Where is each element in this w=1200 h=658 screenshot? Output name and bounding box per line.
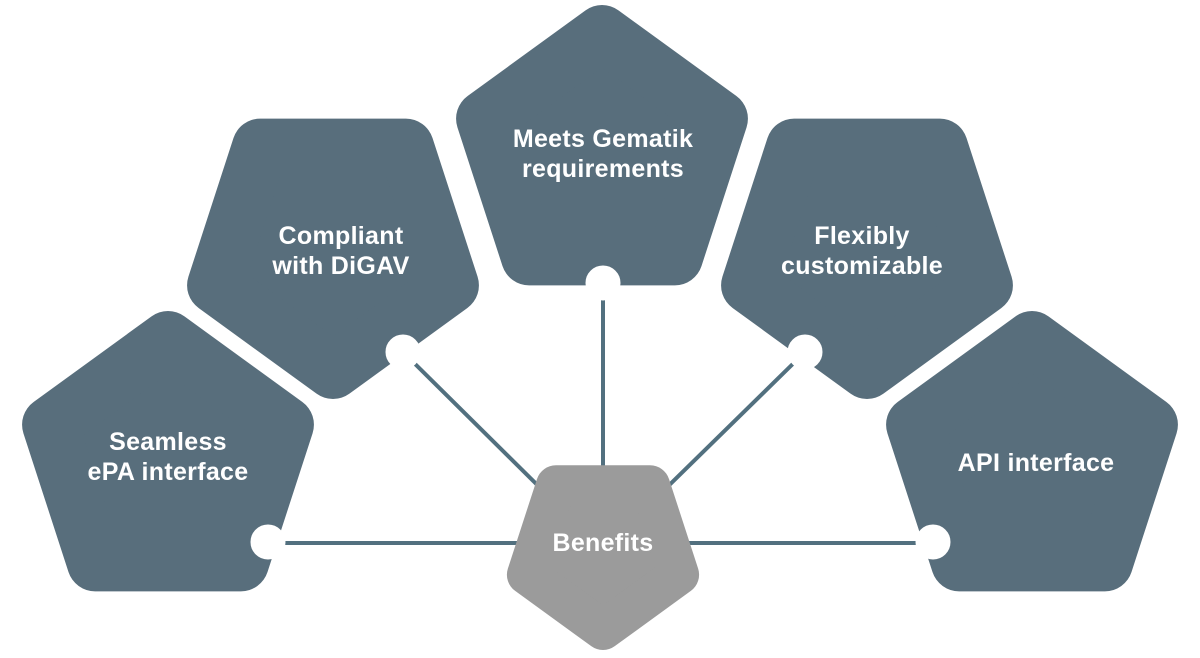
- connector-ports: [250, 265, 951, 560]
- label-line: Meets Gematik: [512, 125, 694, 153]
- node-label-meets-gematik-requirements: Meets Gematik requirements: [513, 124, 693, 184]
- label-line: requirements: [522, 155, 684, 183]
- label-line: Flexibly: [814, 222, 910, 250]
- label-line: Compliant: [278, 222, 404, 250]
- label-line: customizable: [781, 252, 943, 280]
- port-circle-seamless: [250, 524, 286, 560]
- node-label-compliant-with-digav: Compliant with DiGAV: [272, 221, 409, 281]
- port-circle-gematik: [585, 265, 621, 301]
- port-circle-compliant: [385, 334, 421, 370]
- label-line: with DiGAV: [272, 252, 410, 280]
- label-line: Seamless: [109, 428, 227, 456]
- port-circle-api: [915, 524, 951, 560]
- center-label-benefits: Benefits: [552, 529, 654, 557]
- label-line: API interface: [957, 449, 1115, 477]
- node-label-seamless-epa-interface: Seamless ePA interface: [88, 427, 249, 487]
- node-label-api-interface: API interface: [958, 448, 1115, 478]
- port-circle-flexibly: [787, 334, 823, 370]
- node-label-flexibly-customizable: Flexibly customizable: [781, 221, 943, 281]
- label-line: ePA interface: [87, 458, 249, 486]
